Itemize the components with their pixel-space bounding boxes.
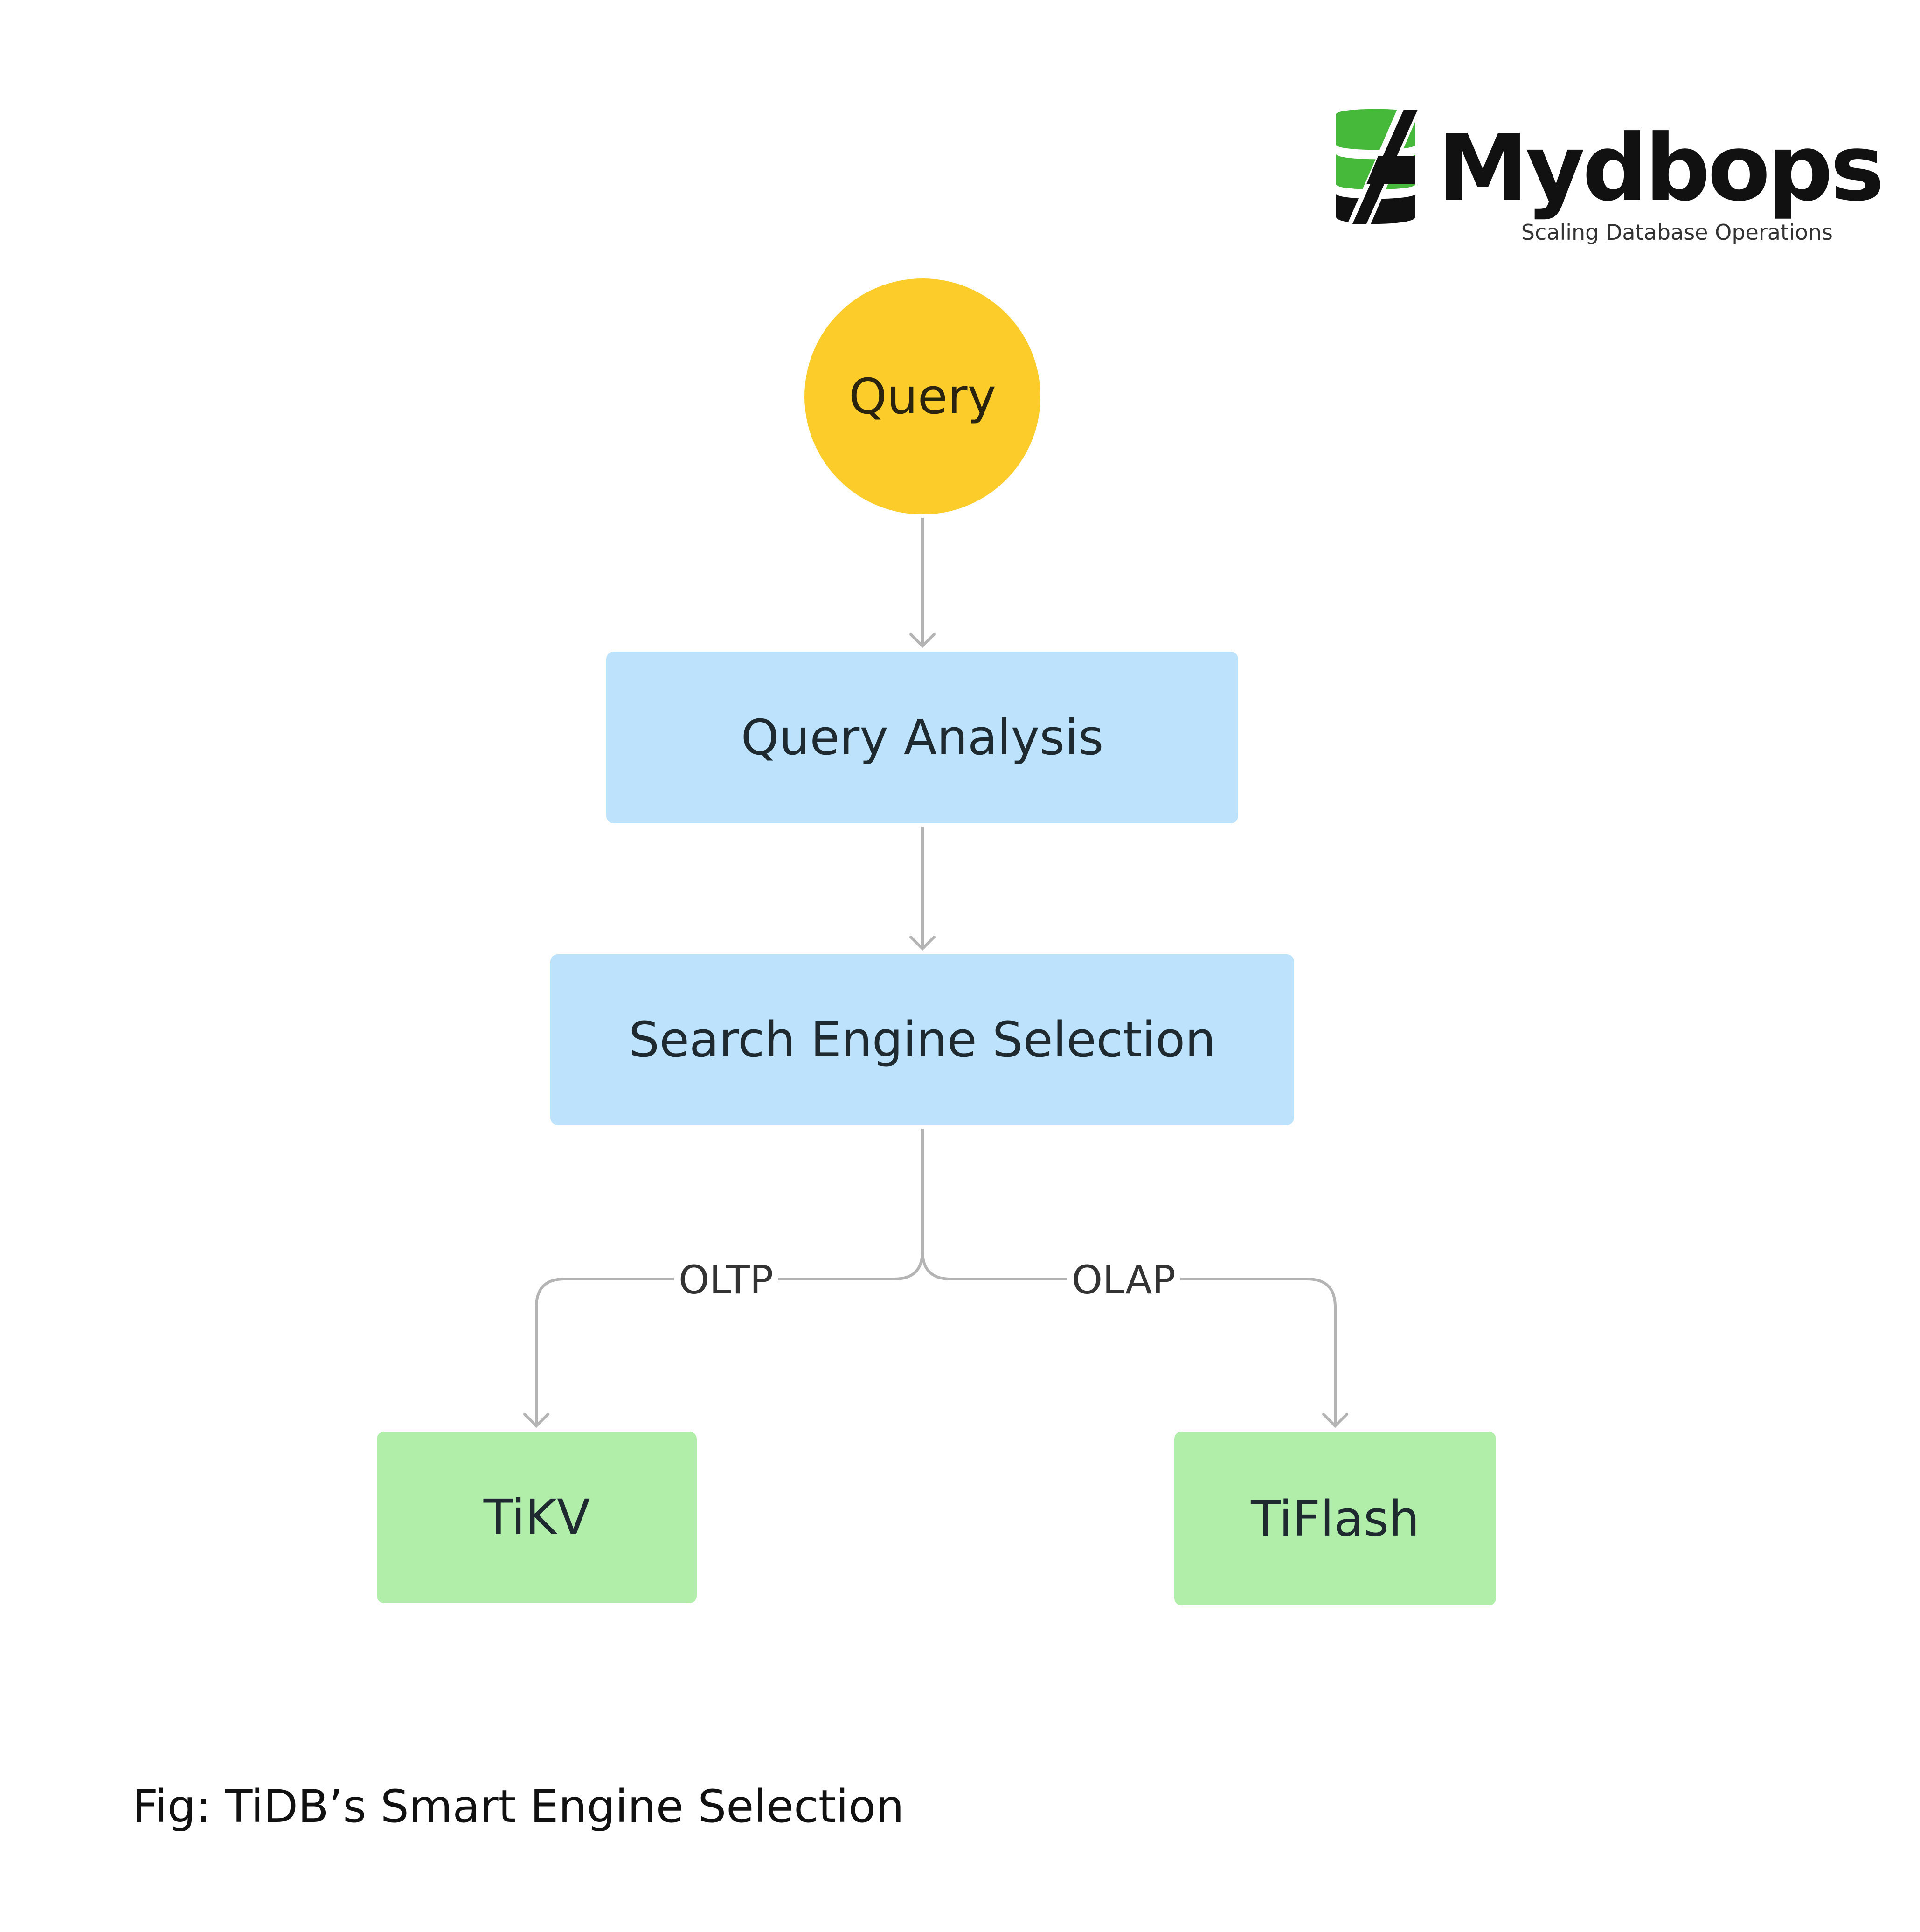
search-engine-selection-label: Search Engine Selection [628,1011,1216,1068]
edge-label-oltp: OLTP [674,1260,778,1300]
logo-tagline: Scaling Database Operations [1521,220,1833,245]
edge-search-to-tiflash [921,1251,1348,1428]
tikv-node: TiKV [377,1432,697,1603]
search-engine-selection-node: Search Engine Selection [550,954,1294,1125]
tikv-label: TiKV [483,1489,590,1546]
mydbops-logo: Mydbops Scaling Database Operations [1334,105,1885,254]
query-analysis-node: Query Analysis [606,652,1238,823]
logo-wordmark: Mydbops [1437,115,1885,222]
figure-caption: Fig: TiDB’s Smart Engine Selection [132,1780,904,1833]
tiflash-label: TiFlash [1251,1490,1420,1547]
query-node-label: Query [848,368,997,425]
query-node: Query [804,278,1040,514]
database-logo-icon [1336,105,1422,229]
query-analysis-label: Query Analysis [741,709,1104,766]
edge-label-olap: OLAP [1067,1260,1180,1300]
tiflash-node: TiFlash [1174,1432,1496,1605]
